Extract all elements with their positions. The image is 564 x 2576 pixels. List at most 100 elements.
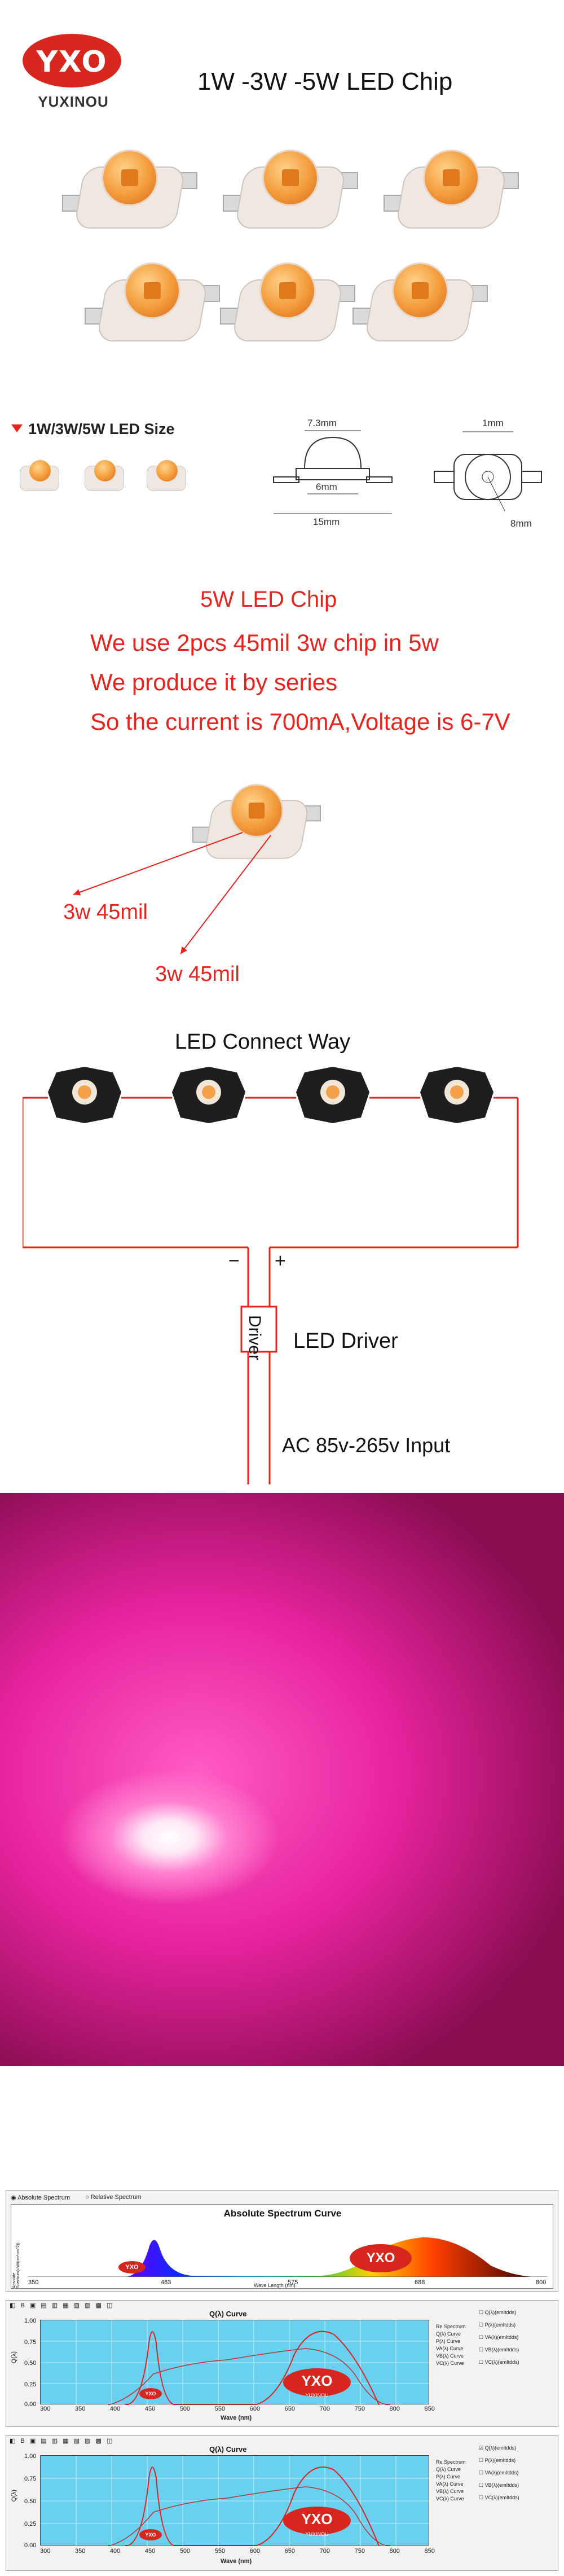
legend-item: P(λ) Curve	[436, 2474, 461, 2479]
abs-tick: 463	[161, 2279, 171, 2286]
size-title: 1W/3W/5W LED Size	[28, 420, 175, 437]
absolute-spectrum-panel: ◉ Absolute Spectrum ○ Relative Spectrum …	[6, 2190, 558, 2292]
brand-name: YUXINOU	[38, 93, 109, 110]
info-line: We use 2pcs 45mil 3w chip in 5w	[90, 629, 439, 656]
checkbox-item[interactable]: ☐ P(λ)(emItdds)	[479, 2322, 516, 2328]
checkbox-item[interactable]: ☐ VA(λ)(emItdds)	[479, 2470, 519, 2476]
led-chip-image	[220, 257, 355, 353]
callout-label: 3w 45mil	[63, 900, 148, 924]
q-y-label: Q(λ)	[11, 2351, 17, 2364]
q-legend: Re.Spectrum Q(λ) Curve P(λ) Curve VA(λ) …	[436, 2323, 466, 2367]
q-y-tick: 0.50	[24, 2360, 37, 2367]
side-view-drawing	[273, 430, 393, 514]
legend-item: P(λ) Curve	[436, 2338, 461, 2344]
small-led-image	[144, 454, 189, 494]
radio-absolute[interactable]: ◉ Absolute Spectrum	[11, 2194, 70, 2201]
toolbar-icons[interactable]: ◧ B ▣ ▤ ▥ ▦ ▧ ▨ ▩ ◫	[10, 2302, 114, 2309]
watermark-logo: YXO	[283, 2368, 351, 2397]
led-chip-image	[85, 257, 220, 353]
q-y-tick: 0.75	[24, 2339, 37, 2346]
legend-item: VB(λ) Curve	[436, 2489, 464, 2494]
legend-item: VC(λ) Curve	[436, 2360, 464, 2366]
led-chip-image	[352, 257, 488, 353]
header: YXO YUXINOU 1W -3W -5W LED Chip	[0, 0, 564, 116]
driver-box-text: Driver	[245, 1315, 264, 1360]
connect-title: LED Connect Way	[175, 1030, 351, 1054]
q-checkbox-list: ☑ Q(λ)(emItdds) ☐ P(λ)(emItdds) ☐ VA(λ)(…	[479, 2442, 519, 2504]
top-view-drawing	[434, 431, 542, 511]
radio-icon: ◉	[11, 2194, 18, 2201]
q-y-tick: 0.25	[24, 2521, 37, 2527]
small-led-image	[82, 454, 127, 494]
watermark-logo: YXO	[283, 2507, 351, 2535]
checkbox-item[interactable]: ☐ VC(λ)(emItdds)	[479, 2359, 519, 2365]
q-curve-lines	[41, 2456, 430, 2547]
abs-plot-area: Absolute Spectrum Curve Absolute Spectru…	[11, 2204, 553, 2289]
q-y-tick: 0.00	[24, 2542, 37, 2549]
dim-top-view: 1mm	[482, 418, 504, 428]
abs-tick: 575	[288, 2279, 298, 2286]
bullet-triangle-icon	[11, 424, 23, 432]
small-led-image	[17, 454, 62, 494]
q-curve-panel: ◧ B ▣ ▤ ▥ ▦ ▧ ▨ ▩ ◫ Q(λ) Curve Q(λ) YXO …	[6, 2435, 558, 2571]
checkbox-item[interactable]: ☐ VA(λ)(emItdds)	[479, 2334, 519, 2340]
watermark-brand: YUXINOU	[305, 2531, 329, 2537]
toolbar-icons[interactable]: ◧ B ▣ ▤ ▥ ▦ ▧ ▨ ▩ ◫	[10, 2438, 114, 2444]
q-y-tick: 0.25	[24, 2381, 37, 2388]
callout-label: 3w 45mil	[155, 962, 240, 986]
q-chart-title: Q(λ) Curve	[209, 2445, 247, 2454]
minus-symbol: −	[228, 1250, 240, 1272]
input-label: AC 85v-265v Input	[282, 1434, 451, 1457]
legend-item: VA(λ) Curve	[436, 2346, 464, 2351]
q-x-label: Wave (nm)	[221, 2415, 252, 2421]
legend-item: Re.Spectrum	[436, 2324, 466, 2329]
dim-total-width: 15mm	[313, 516, 340, 527]
lit-led-photo	[0, 1493, 564, 2066]
q-y-tick: 1.00	[24, 2317, 37, 2324]
q-curve-lines	[41, 2320, 430, 2406]
q-chart-title: Q(λ) Curve	[209, 2310, 247, 2318]
led-chip-image	[384, 144, 519, 240]
abs-tick: 800	[536, 2279, 547, 2286]
q-plot-area: YXO YUXINOU YXO	[40, 2320, 430, 2406]
q-x-label: Wave (nm)	[221, 2558, 252, 2565]
abs-chart-title: Absolute Spectrum Curve	[223, 2208, 342, 2219]
watermark-brand: YUXINOU	[305, 2393, 329, 2398]
q-legend: Re.Spectrum Q(λ) Curve P(λ) Curve VA(λ) …	[436, 2459, 466, 2503]
page-title: 1W -3W -5W LED Chip	[197, 68, 453, 95]
checkbox-item[interactable]: ☐ VB(λ)(emItdds)	[479, 2482, 519, 2488]
legend-item: Q(λ) Curve	[436, 2331, 461, 2337]
plus-symbol: +	[275, 1250, 286, 1272]
checkbox-item[interactable]: ☑ Q(λ)(emItdds)	[479, 2445, 517, 2451]
q-y-label: Q(λ)	[11, 2490, 17, 2502]
watermark-logo: YXO	[118, 2261, 146, 2273]
led-chip-image	[192, 778, 321, 870]
legend-item: VB(λ) Curve	[436, 2353, 464, 2359]
watermark-logo: YXO	[139, 2529, 162, 2540]
led-chip-image	[223, 144, 358, 240]
abs-y-label: Absolute Spectrum(uW/(nm*cm^2))	[12, 2242, 20, 2288]
checkbox-item[interactable]: ☐ VB(λ)(emItdds)	[479, 2347, 519, 2352]
radio-icon: ○	[85, 2194, 91, 2201]
abs-spectrum-curve	[28, 2237, 547, 2277]
q-y-tick: 0.50	[24, 2498, 37, 2505]
checkbox-item[interactable]: ☐ P(λ)(emItdds)	[479, 2457, 516, 2463]
dim-top-width: 7.3mm	[307, 418, 337, 428]
legend-item: VA(λ) Curve	[436, 2481, 464, 2487]
legend-item: VC(λ) Curve	[436, 2496, 464, 2501]
circuit-diagram	[23, 1067, 519, 1484]
logo-text: YXO	[36, 45, 108, 79]
dim-inner-width: 6mm	[316, 481, 337, 492]
q-y-tick: 0.00	[24, 2401, 37, 2408]
legend-item: Re.Spectrum	[436, 2459, 466, 2465]
checkbox-item[interactable]: ☐ Q(λ)(emItdds)	[479, 2310, 517, 2315]
watermark-logo: YXO	[139, 2388, 162, 2399]
radio-relative[interactable]: ○ Relative Spectrum	[85, 2194, 142, 2201]
abs-tick: 688	[415, 2279, 425, 2286]
abs-x-label: Wave Length (nm)	[254, 2283, 296, 2288]
abs-tick: 350	[28, 2279, 39, 2286]
checkbox-item[interactable]: ☐ VC(λ)(emItdds)	[479, 2495, 519, 2500]
q-plot-area: YXO YUXINOU YXO	[40, 2455, 430, 2547]
